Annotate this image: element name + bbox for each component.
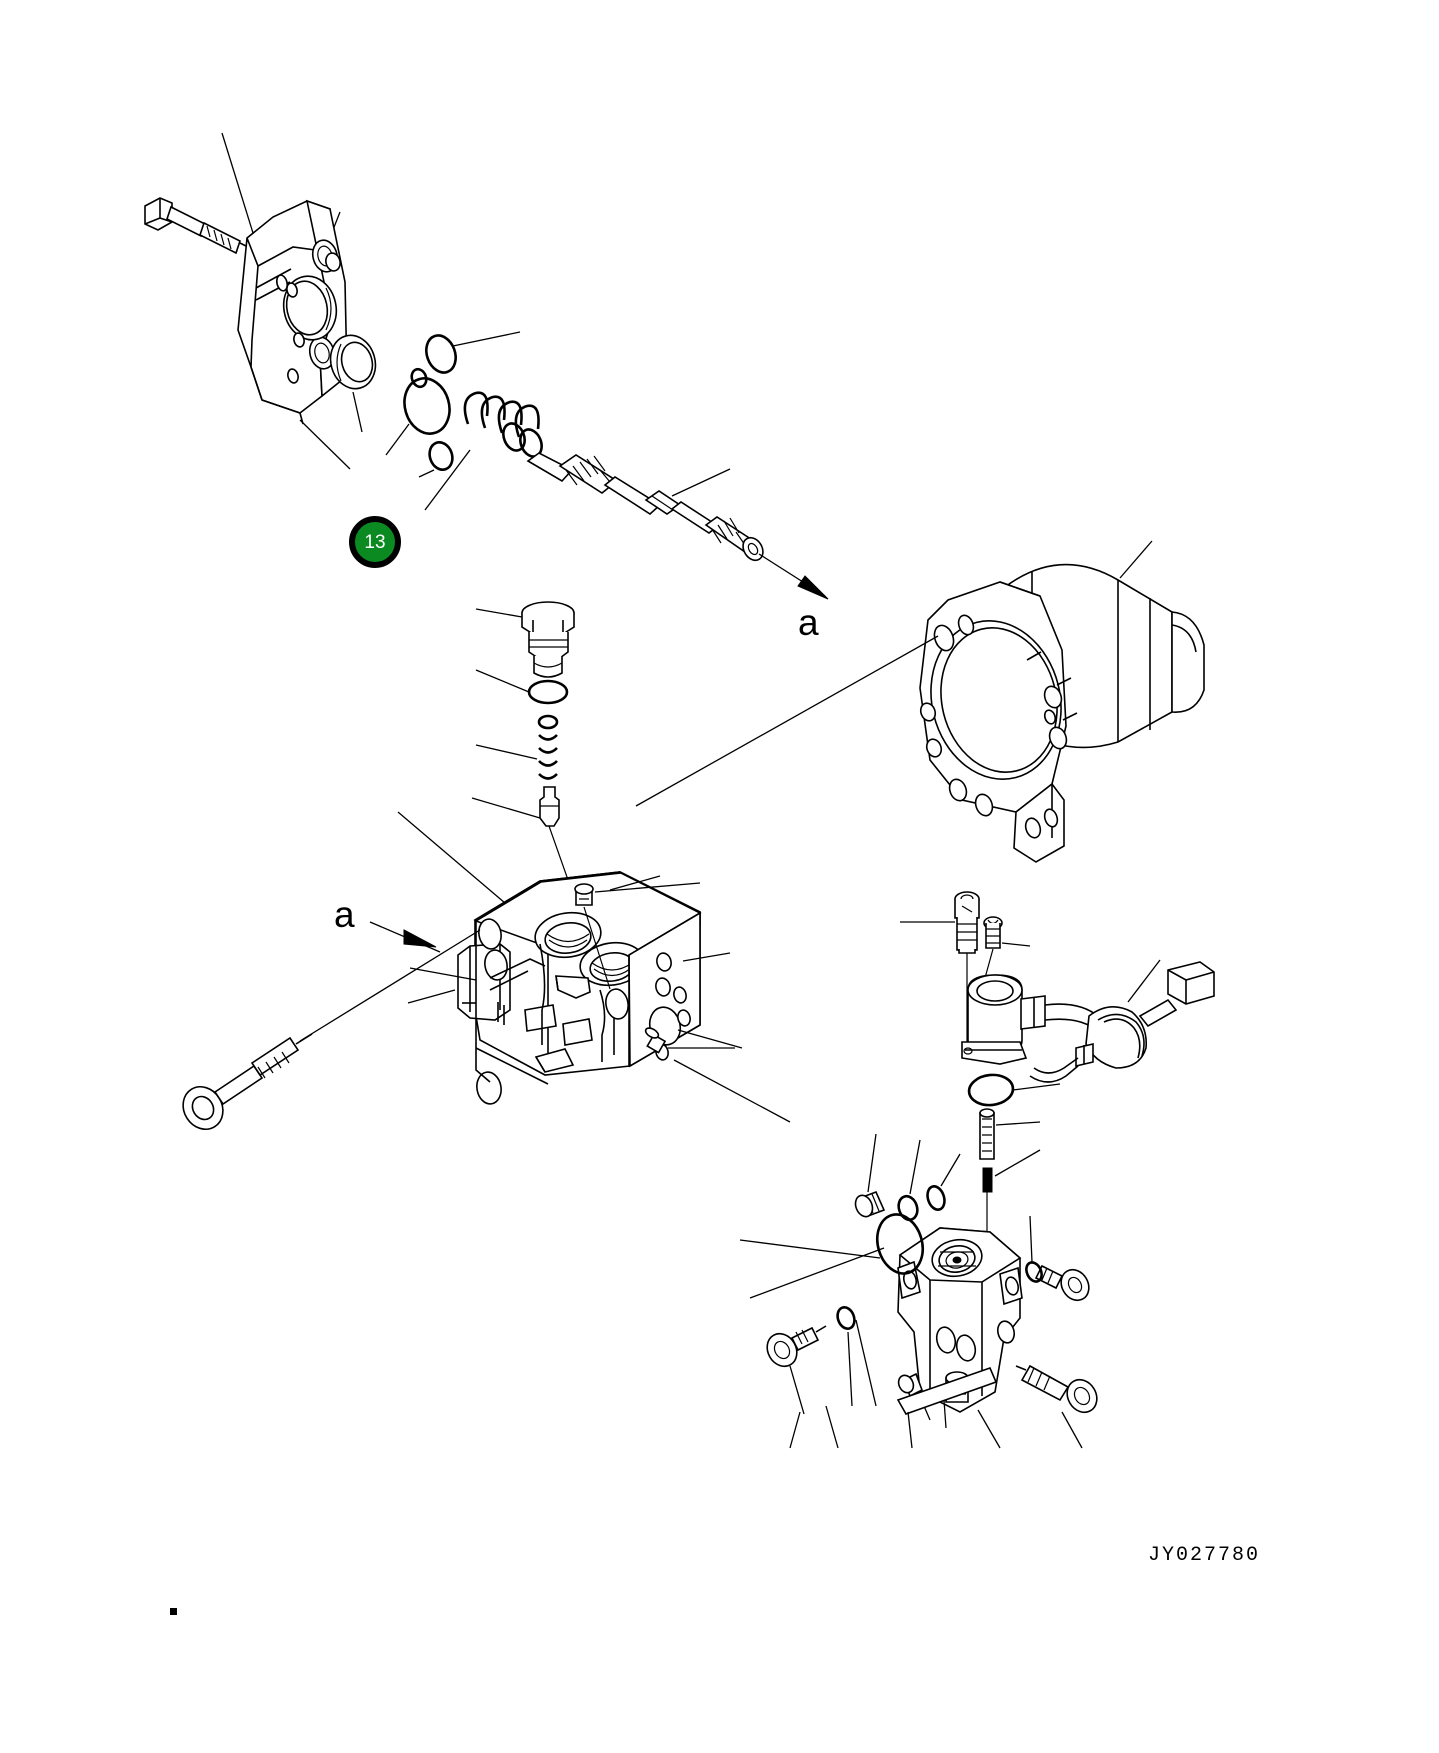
solenoid-cable [1029, 959, 1215, 1083]
drawing-code-label: JY027780 [1148, 1544, 1261, 1567]
body-screw-top [574, 882, 701, 990]
sub-valve-spring [979, 1108, 1041, 1160]
spool-assembly [424, 391, 829, 600]
cover-bolt [144, 197, 255, 255]
relief-poppet [471, 786, 560, 827]
sub-valve-assembly [739, 1108, 1098, 1449]
solenoid-bolt-long [900, 891, 980, 1049]
plug-stack [471, 601, 596, 917]
section-marker-a-right: a [798, 602, 819, 643]
section-marker-a-left: a [334, 894, 355, 935]
section-arrow-left [369, 921, 441, 953]
sub-valve-bolt-right [1025, 1215, 1090, 1302]
solenoid-oring [967, 1073, 1015, 1107]
solenoid-coil [961, 974, 1046, 1065]
body-mount-bolt [182, 921, 481, 1131]
sub-valve-block [897, 1227, 1023, 1413]
sub-valve-plate [896, 1366, 998, 1415]
cover-block [237, 199, 348, 425]
callout-badge-13[interactable]: 13 [349, 516, 401, 568]
relief-spring [475, 714, 559, 780]
cover-assembly [144, 132, 351, 470]
sub-valve-seal-set [739, 1133, 961, 1299]
relief-plug [475, 601, 575, 678]
section-arrow-right [758, 553, 829, 600]
relief-oring [527, 679, 569, 705]
spool-shaft [526, 452, 764, 562]
corner-registration-mark [170, 1608, 177, 1615]
spool-spring [424, 391, 543, 511]
sub-valve-check [766, 1306, 877, 1415]
seal-ring-set [329, 331, 521, 478]
body-screw-side [644, 1027, 735, 1054]
main-valve-body [397, 811, 791, 1123]
sub-valve-bolt-lower [1015, 1364, 1098, 1414]
hydraulic-motor [635, 540, 1205, 863]
solenoid-assembly [900, 891, 1215, 1107]
